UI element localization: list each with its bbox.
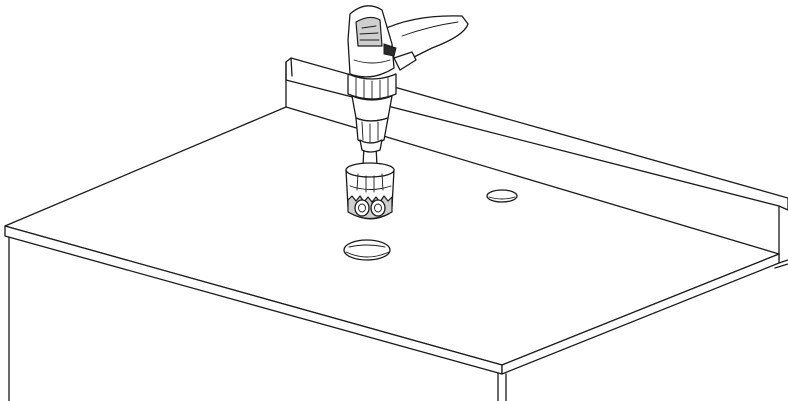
- existing-hole: [486, 189, 518, 203]
- cabinet: [8, 236, 788, 401]
- marked-hole: [343, 239, 391, 261]
- countertop: [4, 79, 780, 375]
- cordless-drill: [347, 5, 469, 153]
